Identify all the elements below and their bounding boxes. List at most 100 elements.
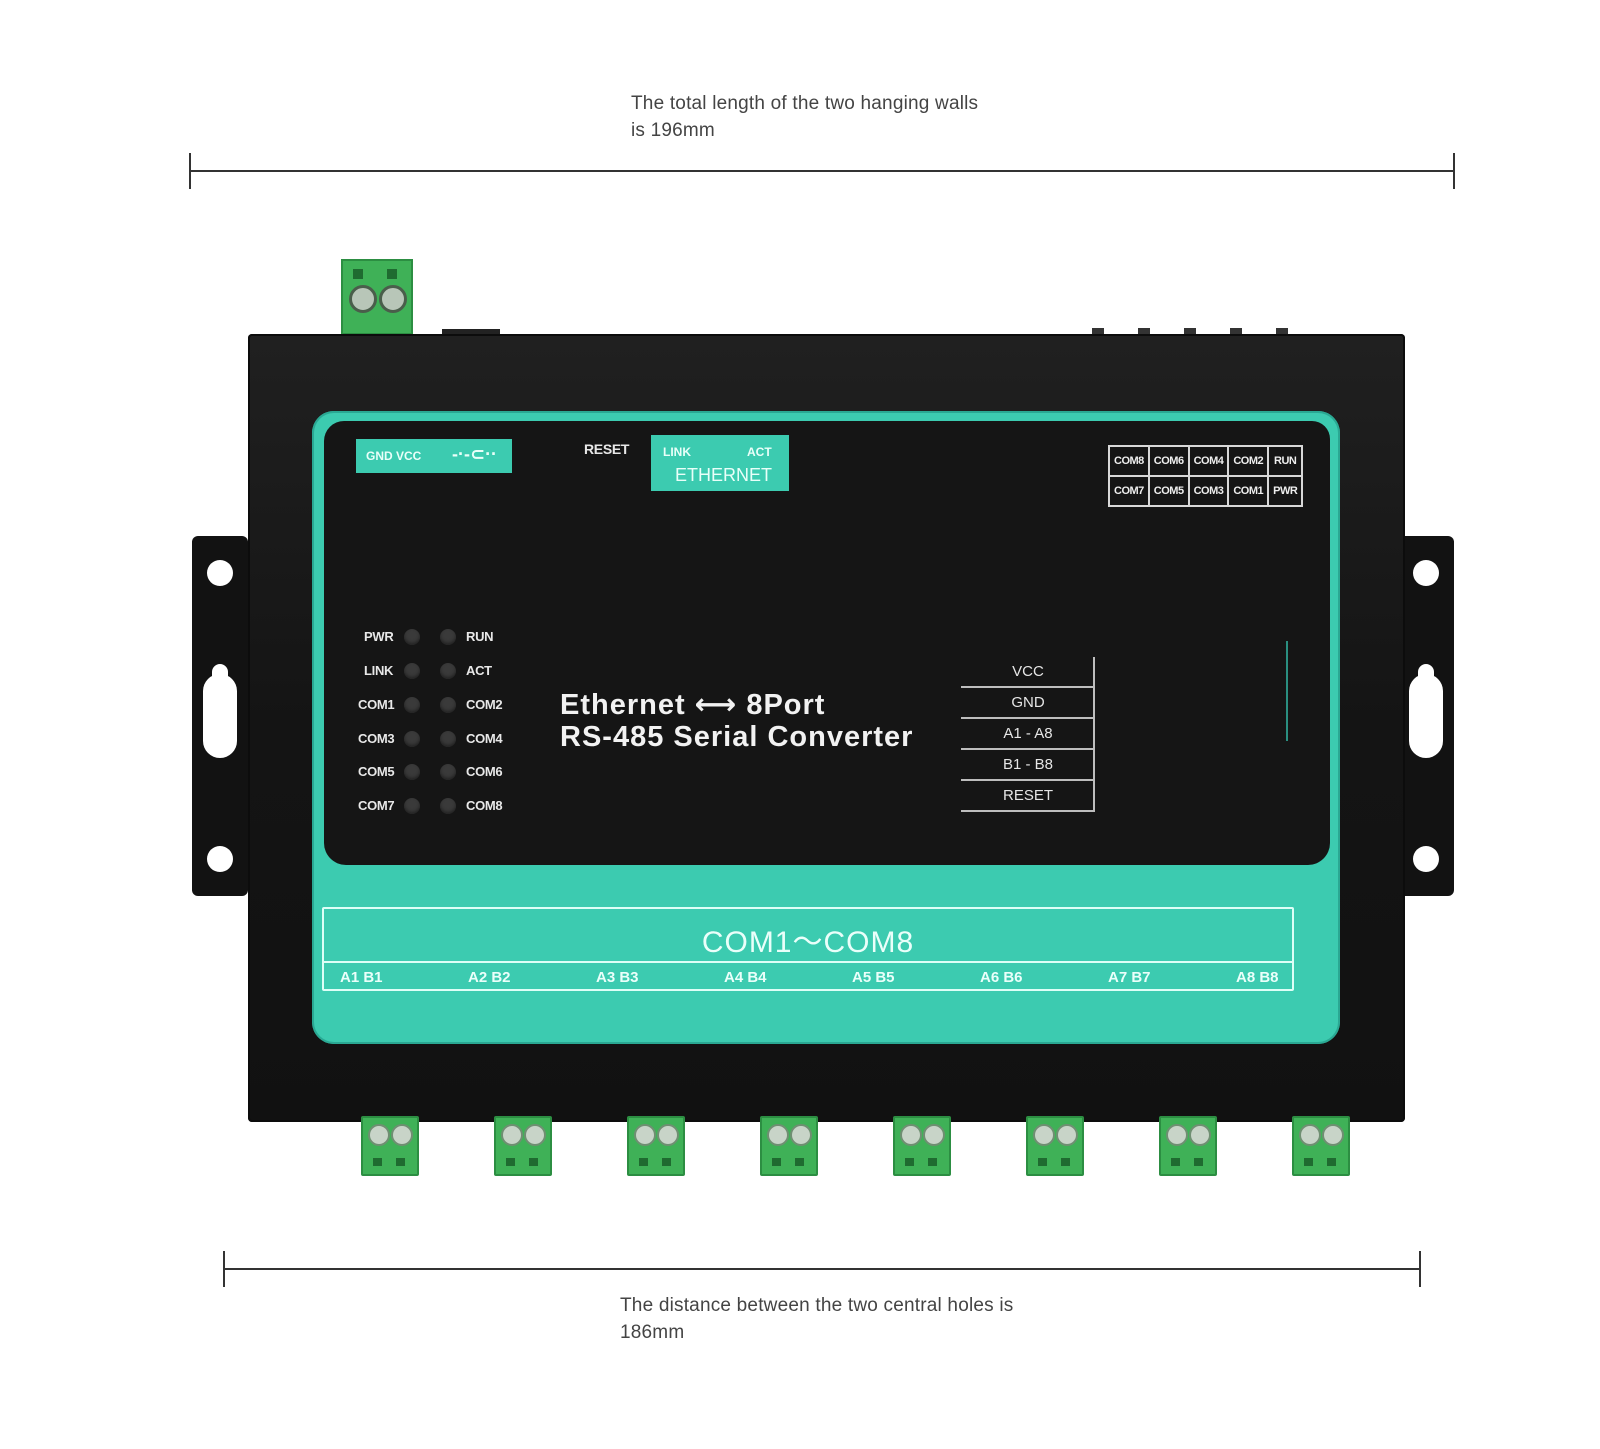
led-label-left: COM3: [358, 731, 395, 746]
port-pin-label: A6 B6: [980, 969, 1023, 986]
led-label-left: COM7: [358, 798, 395, 813]
bottom-dimension-tick-right: [1419, 1251, 1421, 1287]
grid-cell: COM2: [1227, 445, 1270, 477]
screw-icon: [767, 1124, 789, 1146]
rs485-terminal-block: [494, 1116, 552, 1176]
port-pin-label: A1 B1: [340, 969, 383, 986]
led-label-right: RUN: [466, 629, 494, 644]
panel-edge-mark: [1286, 641, 1288, 741]
rs485-terminal-block: [627, 1116, 685, 1176]
power-label-box: GND VCC -·-⊂··: [356, 439, 512, 473]
port-pin-label: A7 B7: [1108, 969, 1151, 986]
led-indicator: [440, 798, 456, 814]
led-label-right: COM2: [466, 697, 503, 712]
pin-row: GND: [961, 688, 1095, 719]
led-indicator: [404, 764, 420, 780]
rs485-terminal-block: [361, 1116, 419, 1176]
right-ear-keyhole: [1409, 664, 1443, 758]
screw-icon: [1322, 1124, 1344, 1146]
ethernet-act-label: ACT: [747, 445, 772, 459]
grid-cell: RUN: [1267, 445, 1304, 477]
led-indicator: [404, 629, 420, 645]
screw-icon: [524, 1124, 546, 1146]
power-label: GND VCC: [366, 449, 422, 463]
bottom-dimension-text: The distance between the two central hol…: [620, 1292, 1013, 1346]
led-indicator: [440, 764, 456, 780]
bottom-dimension-line: [224, 1268, 1420, 1270]
pin-table: VCC GND A1 - A8 B1 - B8 RESET: [961, 657, 1095, 812]
dc-power-icon: -·-⊂··: [452, 444, 498, 464]
bottom-dimension-line1: The distance between the two central hol…: [620, 1295, 1014, 1316]
right-ear-hole-bottom: [1413, 846, 1439, 872]
device-title-line1: Ethernet ⟷ 8Port: [560, 689, 826, 721]
screw-icon: [368, 1124, 390, 1146]
led-indicator: [404, 798, 420, 814]
device-title-line2: RS-485 Serial Converter: [560, 721, 914, 753]
led-label-left: COM5: [358, 764, 395, 779]
left-ear-keyhole: [203, 664, 237, 758]
reset-label: RESET: [584, 441, 630, 457]
left-ear-hole-bottom: [207, 846, 233, 872]
indicator-grid: COM8 COM6 COM4 COM2 RUN COM7 COM5 COM3 C…: [1108, 445, 1304, 507]
screw-icon: [1299, 1124, 1321, 1146]
port-range-label: COM1～COM8: [701, 926, 915, 959]
led-label-left: LINK: [364, 663, 394, 678]
pin-row: RESET: [961, 781, 1095, 812]
rs485-terminal-block: [1159, 1116, 1217, 1176]
port-pin-label: A5 B5: [852, 969, 895, 986]
led-label-right: COM8: [466, 798, 503, 813]
grid-cell: COM5: [1147, 475, 1190, 507]
top-dimension-line1: The total length of the two hanging wall…: [631, 93, 979, 114]
ethernet-name-label: ETHERNET: [675, 465, 773, 485]
grid-cell: COM8: [1108, 445, 1150, 477]
left-ear-hole-top: [207, 560, 233, 586]
port-pin-label: A2 B2: [468, 969, 511, 986]
rs485-terminal-block: [1026, 1116, 1084, 1176]
top-dimension-line: [190, 170, 1454, 172]
right-ear-hole-top: [1413, 560, 1439, 586]
pin-row: VCC: [961, 657, 1095, 688]
pin-row: B1 - B8: [961, 750, 1095, 781]
screw-icon: [1189, 1124, 1211, 1146]
top-dimension-tick-left: [189, 153, 191, 189]
left-mounting-ear: [192, 536, 248, 896]
led-indicator: [440, 663, 456, 679]
top-dimension-tick-right: [1453, 153, 1455, 189]
ethernet-port-top: [442, 329, 500, 337]
led-label-right: ACT: [466, 663, 492, 678]
port-pin-label: A4 B4: [724, 969, 767, 986]
led-indicator: [404, 697, 420, 713]
power-terminal-block: [341, 259, 413, 335]
screw-icon: [349, 285, 377, 313]
ethernet-label-box: LINK ACT ETHERNET: [651, 435, 789, 491]
grid-cell: COM7: [1108, 475, 1150, 507]
bottom-dimension-tick-left: [223, 1251, 225, 1287]
screw-icon: [1056, 1124, 1078, 1146]
led-label-left: COM1: [358, 697, 395, 712]
led-indicator: [440, 731, 456, 747]
pin-row: A1 - A8: [961, 719, 1095, 750]
led-label-right: COM6: [466, 764, 503, 779]
port-label-box: COM1～COM8 A1 B1 A2 B2 A3 B3 A4 B4 A5 B5 …: [322, 907, 1294, 991]
port-pin-label: A3 B3: [596, 969, 639, 986]
bottom-dimension-line2: 186mm: [620, 1322, 685, 1343]
led-indicator: [404, 663, 420, 679]
led-label-left: PWR: [364, 629, 394, 644]
grid-cell: COM1: [1227, 475, 1270, 507]
led-label-right: COM4: [466, 731, 503, 746]
rs485-terminal-block: [893, 1116, 951, 1176]
rs485-terminal-block: [760, 1116, 818, 1176]
top-dimension-line2: is 196mm: [631, 120, 715, 141]
screw-icon: [1166, 1124, 1188, 1146]
right-mounting-ear: [1398, 536, 1454, 896]
top-dimension-text: The total length of the two hanging wall…: [631, 90, 978, 144]
grid-cell: COM3: [1187, 475, 1230, 507]
grid-cell: COM6: [1147, 445, 1190, 477]
panel-screen: GND VCC -·-⊂·· RESET LINK ACT ETHERNET C…: [324, 421, 1330, 865]
screw-icon: [790, 1124, 812, 1146]
screw-icon: [379, 285, 407, 313]
port-pin-label: A8 B8: [1236, 969, 1279, 986]
led-indicator: [440, 697, 456, 713]
screw-icon: [391, 1124, 413, 1146]
front-panel: GND VCC -·-⊂·· RESET LINK ACT ETHERNET C…: [312, 411, 1340, 1044]
